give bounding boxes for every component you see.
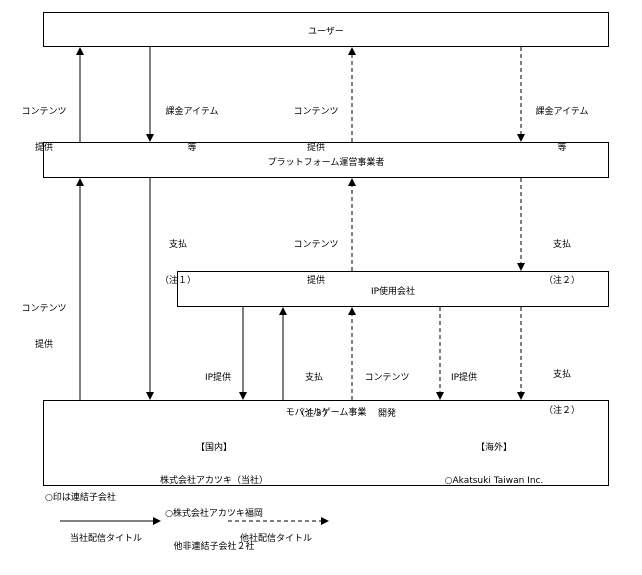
label-text: （注１） xyxy=(159,276,196,286)
mobile-game-box: モバイルゲーム事業 【国内】 株式会社アカツキ（当社） ○株式会社アカツキ福岡 … xyxy=(43,400,609,552)
label-text: コンテンツ xyxy=(364,373,410,383)
label-text: コンテンツ xyxy=(293,240,339,250)
label-billing-top-left: 課金アイテム 等 xyxy=(152,82,232,166)
label-text: コンテンツ xyxy=(21,304,67,314)
overseas-section: 【海外】 ○Akatsuki Taiwan Inc. xyxy=(424,421,564,509)
overseas-header: 【海外】 xyxy=(475,443,512,453)
label-text: 課金アイテム xyxy=(535,107,589,117)
label-text: 支払 xyxy=(168,240,187,250)
label-content-provide-mid: コンテンツ 提供 xyxy=(284,215,348,299)
label-text: （注２） xyxy=(543,276,580,286)
label-content-provide-top-mid: コンテンツ 提供 xyxy=(284,82,348,166)
user-box-title: ユーザー xyxy=(308,27,344,37)
ip-company-box-title: IP使用会社 xyxy=(370,287,416,297)
label-text: 提供 xyxy=(34,340,53,350)
label-text: コンテンツ xyxy=(21,107,67,117)
domestic-line-1: 株式会社アカツキ（当社） xyxy=(159,476,268,486)
user-box: ユーザー xyxy=(43,12,609,47)
label-content-provide-top-left: コンテンツ 提供 xyxy=(12,82,76,166)
platform-box-title: プラットフォーム運営事業者 xyxy=(267,158,385,168)
domestic-line-2: ○株式会社アカツキ福岡 xyxy=(165,509,263,519)
label-content-dev: コンテンツ 開発 xyxy=(355,348,419,432)
label-payment-note3: 支払 （注３） xyxy=(284,348,344,432)
label-text: 課金アイテム xyxy=(165,107,219,117)
ip-company-box: IP使用会社 xyxy=(177,271,609,307)
label-payment-note1: 支払 （注１） xyxy=(148,215,208,299)
overseas-line-1: ○Akatsuki Taiwan Inc. xyxy=(444,476,544,486)
legend-own-titles: 当社配信タイトル xyxy=(70,534,143,544)
domestic-line-3: 他非連結子会社２社 xyxy=(173,542,255,552)
label-text: IP提供 xyxy=(204,373,232,383)
mobile-game-box-title: モバイルゲーム事業 xyxy=(285,408,367,418)
platform-box: プラットフォーム運営事業者 xyxy=(43,142,609,178)
legend-other-titles: 他社配信タイトル xyxy=(240,534,313,544)
label-text: （注２） xyxy=(543,406,580,416)
label-billing-top-right: 課金アイテム 等 xyxy=(522,82,602,166)
label-text: 等 xyxy=(187,143,197,153)
label-text: 提供 xyxy=(34,143,53,153)
label-text: 支払 xyxy=(552,370,571,380)
label-text: 支払 xyxy=(304,373,323,383)
label-text: 開発 xyxy=(377,409,396,419)
domestic-header: 【国内】 xyxy=(195,443,232,453)
label-ip-provide-right: IP提供 xyxy=(442,348,486,396)
label-text: 提供 xyxy=(306,276,325,286)
label-text: コンテンツ xyxy=(293,107,339,117)
label-text: 支払 xyxy=(552,240,571,250)
label-payment-note2-mid: 支払 （注２） xyxy=(532,215,592,299)
label-text: IP提供 xyxy=(450,373,478,383)
label-content-provide-left-mid: コンテンツ 提供 xyxy=(12,279,76,363)
arrows-layer xyxy=(60,47,525,525)
label-ip-provide-left: IP提供 xyxy=(196,348,240,396)
domestic-section: 【国内】 株式会社アカツキ（当社） ○株式会社アカツキ福岡 他非連結子会社２社 xyxy=(134,421,294,575)
label-payment-note2-bottom: 支払 （注２） xyxy=(532,345,592,429)
footnote-consolidated: ○印は連結子会社 xyxy=(45,493,116,503)
label-text: 提供 xyxy=(306,143,325,153)
label-text: 等 xyxy=(557,143,567,153)
label-text: （注３） xyxy=(295,409,332,419)
